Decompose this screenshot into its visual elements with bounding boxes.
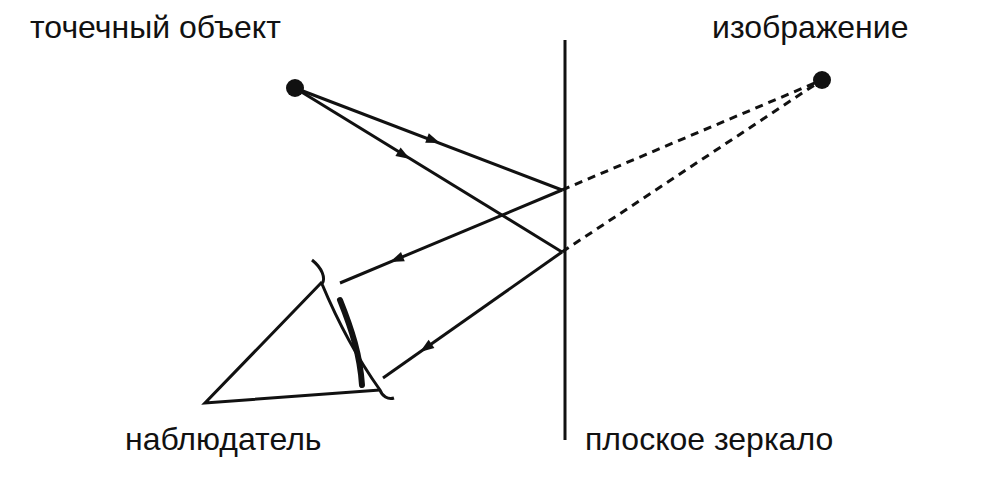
incident-ray (295, 88, 562, 252)
incident-ray (295, 88, 562, 190)
eye-lens (340, 300, 362, 385)
point-object (286, 79, 304, 97)
reflected-ray (383, 252, 562, 378)
caption-label: изображение (712, 10, 908, 45)
virtual-ray (562, 80, 822, 252)
eye-cornea (312, 260, 394, 399)
eye-outline (205, 282, 380, 403)
caption-label: наблюдатель (125, 422, 321, 457)
plane-mirror (564, 40, 567, 440)
reflected-ray (340, 190, 562, 283)
caption-label: плоское зеркало (585, 422, 833, 457)
arrowhead (420, 340, 434, 352)
arrowhead (425, 133, 440, 143)
arrowhead (395, 147, 410, 159)
arrowhead (390, 252, 405, 262)
point-image (813, 71, 831, 89)
caption-label: точечный объект (30, 10, 281, 45)
virtual-ray (562, 80, 822, 190)
